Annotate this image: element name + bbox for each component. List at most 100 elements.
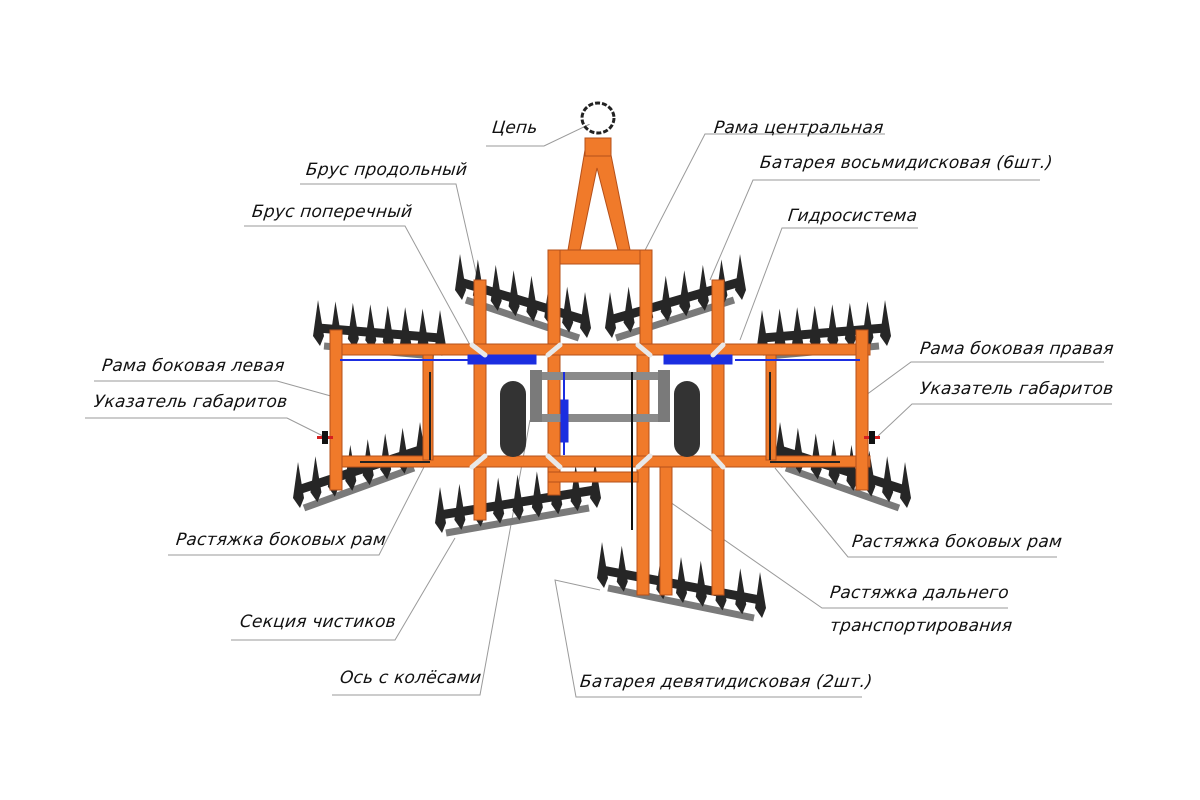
disc <box>570 465 582 512</box>
braces <box>469 342 726 470</box>
disc <box>880 300 891 346</box>
label-right-side-frame: Рама боковая правая <box>918 339 1115 359</box>
disc <box>755 572 766 618</box>
disc <box>774 308 786 355</box>
chain-ring <box>580 101 616 135</box>
leader-marker-left <box>85 417 324 437</box>
label-axle-with-wheels: Ось с колёсами <box>338 668 483 688</box>
chain-ring-inner <box>587 108 609 128</box>
disc <box>792 307 804 354</box>
label-hydraulic-system: Гидросистема <box>786 206 919 226</box>
label-nine-disc-battery: Батарея девятидисковая (2шт.) <box>578 672 874 692</box>
label-left-side-frame: Рама боковая левая <box>100 356 286 376</box>
leader-brace-right <box>774 467 1057 558</box>
left-side-frame-inner <box>422 354 434 461</box>
label-side-frame-brace-right: Растяжка боковых рам <box>850 532 1064 552</box>
side-frame-braces <box>360 372 840 463</box>
label-dimension-marker-right: Указатель габаритов <box>918 379 1115 399</box>
marker-left-body <box>322 431 328 444</box>
label-cross-beam: Брус поперечный <box>250 202 414 222</box>
disc <box>597 542 608 588</box>
disc <box>435 487 446 533</box>
disc <box>695 560 707 607</box>
axle-with-wheels <box>500 370 700 530</box>
disc <box>900 462 911 508</box>
rear-beam-left <box>659 459 673 596</box>
axle-mount-right <box>658 370 670 422</box>
disc <box>512 474 524 521</box>
brace-1 <box>469 342 488 358</box>
disc-batteries <box>293 254 911 622</box>
scraper-bar <box>784 464 901 512</box>
drawbar <box>567 149 631 251</box>
leader-scrapers <box>231 537 456 641</box>
leader-hydraulics <box>739 227 918 341</box>
label-side-frame-brace-left: Растяжка боковых рам <box>174 530 388 550</box>
disc <box>313 300 324 346</box>
gang-rear-center <box>597 542 766 622</box>
disc <box>605 292 616 338</box>
dimension-markers <box>317 431 880 444</box>
leader-longitudinal-beam <box>300 183 481 291</box>
hydraulic-cylinder-left <box>467 354 537 365</box>
label-longitudinal-beam: Брус продольный <box>304 160 469 180</box>
disc <box>562 286 574 333</box>
brace-3 <box>635 342 653 358</box>
leader-central-frame <box>639 133 885 261</box>
brace-2 <box>545 342 563 358</box>
disc <box>827 304 839 351</box>
label-scraper-section: Секция чистиков <box>238 612 397 632</box>
label-chain: Цепь <box>490 118 539 138</box>
gang-front-right-inner <box>605 254 746 342</box>
right-side-frame-outer <box>855 329 869 491</box>
axle-front-bar <box>530 372 660 380</box>
cross-beam-center <box>547 471 639 483</box>
disc <box>417 308 429 355</box>
axle-rear-bar <box>530 414 660 422</box>
disc <box>590 462 601 508</box>
hydraulic-system <box>340 354 860 455</box>
disc <box>623 286 635 333</box>
disc <box>580 292 591 338</box>
scraper-bar <box>607 584 755 622</box>
disc <box>493 477 505 524</box>
brace-6 <box>545 453 563 470</box>
central-frame-right <box>639 249 653 349</box>
leader-right-frame <box>861 361 1104 399</box>
brace-7 <box>635 453 653 470</box>
disc <box>846 444 858 491</box>
hydraulic-cylinder-right <box>663 354 733 365</box>
leader-marker-right <box>877 403 1112 437</box>
left-side-frame-outer <box>329 329 343 491</box>
longitudinal-beam-left <box>473 279 487 521</box>
leader-left-frame <box>94 380 339 399</box>
label-long-transport-brace-1: Растяжка дальнего <box>828 583 1010 603</box>
rear-beam-right <box>711 459 725 596</box>
disc <box>455 254 466 300</box>
leader-chain <box>486 123 591 147</box>
disc <box>531 471 543 518</box>
central-frame-left <box>547 249 561 349</box>
disc <box>882 456 894 503</box>
cross-beam-front <box>329 343 871 356</box>
disc <box>345 444 357 491</box>
disc <box>382 305 394 352</box>
brace-8 <box>710 453 726 470</box>
scraper-bar <box>302 464 416 512</box>
disc <box>365 304 377 351</box>
marker-right-body <box>869 431 875 444</box>
disc <box>679 270 691 317</box>
wheel-right <box>674 381 700 457</box>
disc <box>526 275 538 322</box>
label-long-transport-brace-2: транспортирования <box>828 616 1014 636</box>
central-frame-top <box>547 249 653 265</box>
drawbar-head <box>584 137 612 157</box>
leader-nine-disc <box>554 579 862 698</box>
label-central-frame: Рама центральная <box>712 118 885 138</box>
disc <box>347 302 359 349</box>
scraper-bar <box>445 504 590 537</box>
leader-eight-disc <box>709 179 1040 281</box>
disc <box>844 302 856 349</box>
disc <box>809 305 821 352</box>
